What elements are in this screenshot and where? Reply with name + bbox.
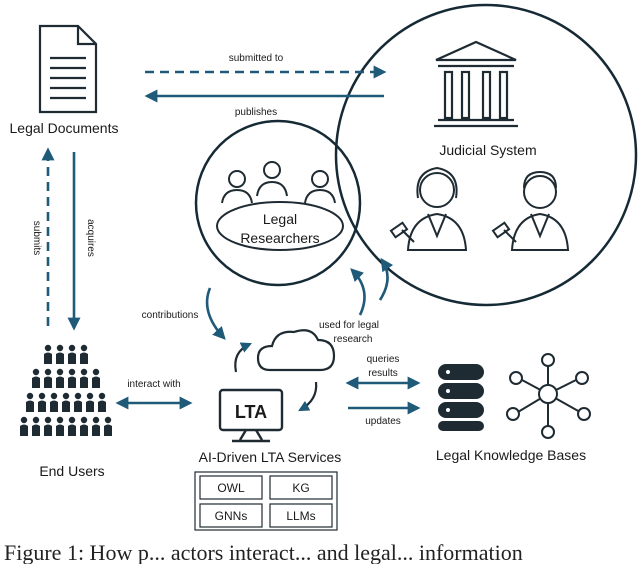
figure-caption: Figure 1: How p... actors interact... an… — [4, 540, 523, 564]
knowledge-graph-icon — [506, 353, 591, 439]
tech-box-frame — [194, 471, 338, 531]
judicial-system-label: Judicial System — [439, 142, 536, 158]
label-submits: submits — [31, 221, 42, 255]
arrow-contributions — [205, 287, 226, 340]
person-icon — [98, 392, 106, 412]
person-icon — [92, 368, 100, 388]
label-contributions: contributions — [142, 310, 199, 321]
legal-documents-label: Legal Documents — [10, 120, 119, 136]
person-icon — [50, 392, 58, 412]
person-icon — [80, 368, 88, 388]
label-acquires: acquires — [85, 219, 96, 257]
arrow-used-for-research-2 — [378, 257, 394, 301]
person-icon — [80, 344, 88, 364]
monitor-icon — [218, 388, 284, 443]
cycle-arrow-left — [234, 342, 253, 373]
tech-label-llms: LLMs — [286, 509, 315, 523]
database-icon — [438, 364, 484, 431]
tech-box-kg — [269, 475, 333, 500]
person-icon — [56, 368, 64, 388]
person-icon — [32, 416, 40, 436]
researchers-group-icon — [216, 161, 344, 251]
label-interact-with: interact with — [127, 379, 180, 390]
person-icon — [68, 416, 76, 436]
label-publishes: publishes — [235, 107, 277, 118]
tech-label-gnns: GNNs — [215, 509, 248, 523]
lta-services-label: AI-Driven LTA Services — [199, 449, 342, 465]
lta-monitor-label: LTA — [235, 402, 267, 422]
end-users-label: End Users — [39, 463, 104, 479]
judge-male-icon — [491, 170, 570, 251]
tech-boxes: OWL KG GNNs LLMs — [194, 471, 338, 531]
person-icon — [80, 416, 88, 436]
tech-box-llms — [269, 503, 333, 528]
judge-female-icon — [389, 166, 468, 251]
person-icon — [20, 416, 28, 436]
arrow-used-for-research-1 — [350, 268, 366, 316]
document-icon — [38, 24, 98, 114]
person-icon — [38, 392, 46, 412]
person-icon — [68, 344, 76, 364]
knowledge-bases-label: Legal Knowledge Bases — [436, 447, 586, 463]
tech-box-owl — [199, 475, 263, 500]
person-icon — [74, 392, 82, 412]
person-icon — [56, 344, 64, 364]
person-icon — [44, 416, 52, 436]
person-icon — [62, 392, 70, 412]
person-icon — [44, 368, 52, 388]
end-users-crowd-icon — [20, 344, 112, 436]
person-icon — [104, 416, 112, 436]
label-queries: queries — [367, 354, 400, 365]
person-icon — [92, 416, 100, 436]
label-used-for-line1: used for legal — [319, 320, 379, 331]
cloud-icon — [256, 329, 336, 372]
person-icon — [32, 368, 40, 388]
person-icon — [56, 416, 64, 436]
label-updates: updates — [365, 416, 401, 427]
person-icon — [26, 392, 34, 412]
legal-researchers-circle — [194, 119, 362, 287]
courthouse-icon — [434, 40, 518, 128]
label-submitted-to: submitted to — [229, 53, 284, 64]
cycle-arrow-right — [298, 381, 318, 412]
person-icon — [68, 368, 76, 388]
legal-researchers-label-line2: Researchers — [240, 230, 319, 246]
tech-label-owl: OWL — [217, 481, 245, 495]
label-results: results — [368, 368, 397, 379]
judicial-system-circle — [334, 3, 638, 307]
person-icon — [44, 344, 52, 364]
tech-box-gnns — [199, 503, 263, 528]
legal-researchers-label-line1: Legal — [263, 211, 297, 227]
label-used-for-line2: research — [334, 334, 373, 345]
person-icon — [86, 392, 94, 412]
tech-label-kg: KG — [292, 481, 309, 495]
